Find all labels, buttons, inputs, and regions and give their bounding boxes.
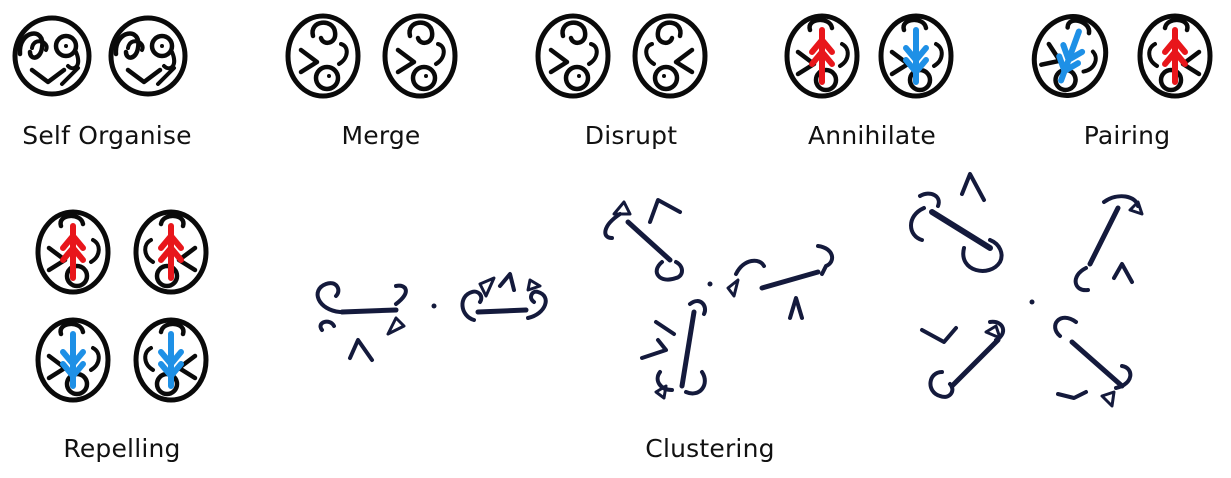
label-repelling: Repelling	[63, 434, 181, 463]
disrupt-cell-left	[538, 16, 608, 96]
repelling-cell-blue-left	[38, 320, 108, 400]
merge-cell-right	[385, 16, 455, 96]
pairing-cell-red	[1140, 16, 1210, 96]
label-self-organise: Self Organise	[22, 121, 192, 150]
label-merge: Merge	[341, 121, 421, 150]
repelling-cell-red-left	[38, 212, 108, 292]
self-organise-cell-left	[15, 18, 89, 94]
disrupt-cell-right	[635, 16, 705, 96]
clustering-quad	[909, 172, 1144, 408]
label-annihilate: Annihilate	[808, 121, 936, 150]
annihilate-cell-red	[787, 16, 857, 96]
label-disrupt: Disrupt	[584, 121, 678, 150]
clustering-triple	[603, 198, 835, 400]
clustering-pair	[315, 272, 548, 362]
merge-cell-left	[288, 16, 358, 96]
pairing-cell-blue	[1023, 6, 1116, 105]
label-pairing: Pairing	[1083, 121, 1171, 150]
repelling-cell-blue-right	[136, 320, 206, 400]
annihilate-cell-blue	[881, 16, 951, 96]
self-organise-cell-right	[111, 18, 185, 94]
repelling-cell-red-right	[136, 212, 206, 292]
label-clustering: Clustering	[645, 434, 775, 463]
